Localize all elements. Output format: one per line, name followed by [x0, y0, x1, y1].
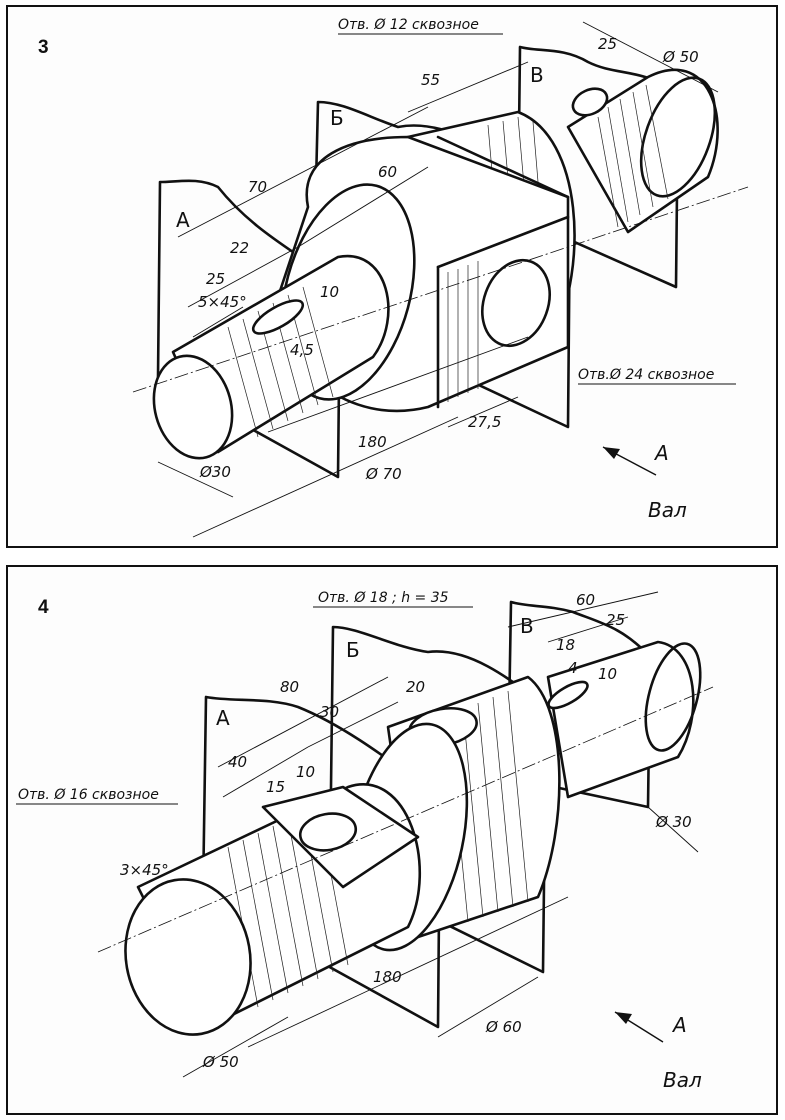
dim-25-left: 25 [206, 270, 225, 288]
plane-label-v: В [530, 63, 544, 87]
dim-chamfer: 5×45° [198, 293, 247, 311]
dim-40: 40 [228, 753, 247, 771]
dim-20: 20 [406, 678, 425, 696]
plane-label-a: А [216, 706, 230, 730]
dim-d50: Ø 50 [662, 48, 699, 66]
shaft-end-face [152, 354, 234, 460]
shaft-drawing-4: Отв. Ø 18 ; h = 35 Отв. Ø 16 сквозное 60… [16, 590, 714, 1092]
panel-number: 3 [38, 37, 49, 58]
hole-12-top [571, 87, 609, 117]
shaft-drawing-3: Отв. Ø 12 сквозное Отв.Ø 24 сквозное 55 … [132, 17, 749, 538]
plane-label-v: В [520, 614, 534, 638]
view-label: А [653, 441, 669, 465]
note-hole-16: Отв. Ø 16 сквозное [18, 787, 159, 803]
part-title: Вал [663, 1068, 702, 1092]
dim-60: 60 [378, 163, 397, 181]
note-hole-18: Отв. Ø 18 ; h = 35 [318, 590, 449, 606]
plane-label-b: Б [330, 106, 344, 130]
dim-4-5: 4,5 [290, 341, 314, 359]
view-arrow-icon [615, 1012, 632, 1024]
note-hole-24: Отв.Ø 24 сквозное [578, 367, 714, 383]
view-label: А [671, 1013, 687, 1037]
keyway-slot [251, 299, 305, 335]
plane-label-b: Б [346, 638, 360, 662]
dim-d30: Ø30 [199, 463, 231, 481]
dim-d30: Ø 30 [655, 813, 692, 831]
through-hole-16 [298, 812, 358, 852]
dim-d50: Ø 50 [202, 1053, 239, 1071]
dim-180: 180 [358, 433, 387, 451]
dim-15: 15 [266, 778, 285, 796]
dim-60-top: 60 [576, 591, 595, 609]
dim-27-5: 27,5 [468, 413, 501, 431]
dim-chamfer: 3×45° [120, 861, 169, 879]
dim-30-top: 30 [320, 703, 339, 721]
part-title: Вал [648, 498, 687, 522]
dim-d60: Ø 60 [485, 1018, 522, 1036]
panel-number: 4 [38, 597, 49, 618]
dim-70: 70 [248, 178, 267, 196]
note-hole-12: Отв. Ø 12 сквозное [338, 17, 479, 33]
view-arrow-icon [603, 447, 620, 459]
dim-10-left: 10 [296, 763, 315, 781]
drawing-panel-4: 4 [6, 565, 778, 1115]
dim-80: 80 [280, 678, 299, 696]
right-shaft-end [546, 640, 695, 799]
dim-d70: Ø 70 [365, 465, 402, 483]
drawing-panel-3: 3 [6, 5, 778, 548]
plane-label-a: А [176, 208, 190, 232]
dim-10: 10 [320, 283, 339, 301]
shaft-end-face [124, 878, 252, 1036]
dim-18: 18 [556, 636, 575, 654]
dim-25: 25 [606, 611, 625, 629]
hole-24-side [481, 258, 551, 348]
dim-180: 180 [373, 968, 402, 986]
dim-22: 22 [230, 239, 249, 257]
dim-55: 55 [421, 71, 440, 89]
dim-25-top: 25 [598, 35, 617, 53]
dim-4: 4 [568, 659, 578, 677]
dim-10-right: 10 [598, 665, 617, 683]
